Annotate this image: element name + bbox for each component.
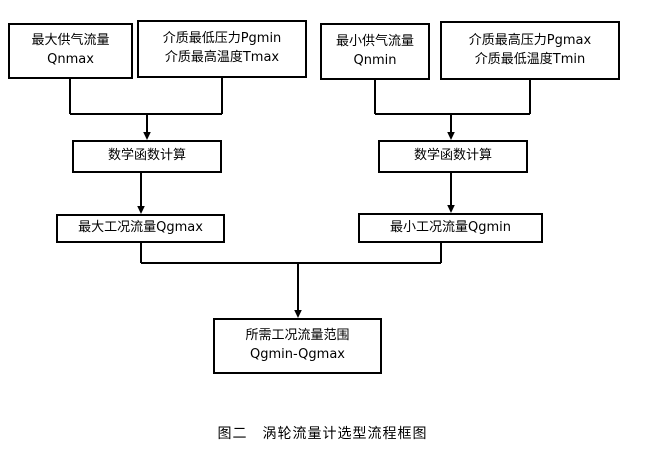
node-qgmax: 最大工况流量Qgmax (56, 214, 225, 243)
node-qgmax-label: 最大工况流量Qgmax (78, 220, 203, 236)
node-pgmax-tmin: 介质最高压力Pgmax 介质最低温度Tmin (440, 21, 620, 80)
node-result: 所需工况流量范围 Qgmin-Qgmax (213, 318, 382, 374)
node-calc-right-label: 数学函数计算 (413, 148, 492, 164)
node-qnmax-line1: 最大供气流量 (31, 33, 110, 49)
node-qnmax-line2: Qnmax (47, 52, 94, 67)
figure-caption: 图二 涡轮流量计选型流程框图 (217, 426, 428, 442)
node-calc-right: 数学函数计算 (378, 140, 528, 173)
node-result-line2: Qgmin-Qgmax (250, 347, 345, 362)
node-qgmin-label: 最小工况流量Qgmin (390, 219, 511, 235)
node-qnmax: 最大供气流量 Qnmax (8, 23, 133, 79)
node-result-line1: 所需工况流量范围 (245, 328, 350, 344)
node-qnmin-line1: 最小供气流量 (335, 33, 414, 49)
node-qnmin: 最小供气流量 Qnmin (320, 23, 430, 80)
node-calc-left-label: 数学函数计算 (107, 148, 186, 164)
node-pgmin-tmax-line2: 介质最高温度Tmax (164, 50, 280, 65)
node-pgmin-tmax: 介质最低压力Pgmin 介质最高温度Tmax (137, 20, 307, 78)
node-calc-left: 数学函数计算 (72, 140, 222, 173)
node-pgmax-tmin-line1: 介质最高压力Pgmax (468, 32, 592, 48)
node-pgmax-tmin-line2: 介质最低温度Tmin (474, 51, 586, 67)
node-qgmin: 最小工况流量Qgmin (358, 213, 543, 243)
node-qnmin-line2: Qnmin (353, 52, 397, 68)
node-pgmin-tmax-line1: 介质最低压力Pgmin (162, 31, 282, 47)
